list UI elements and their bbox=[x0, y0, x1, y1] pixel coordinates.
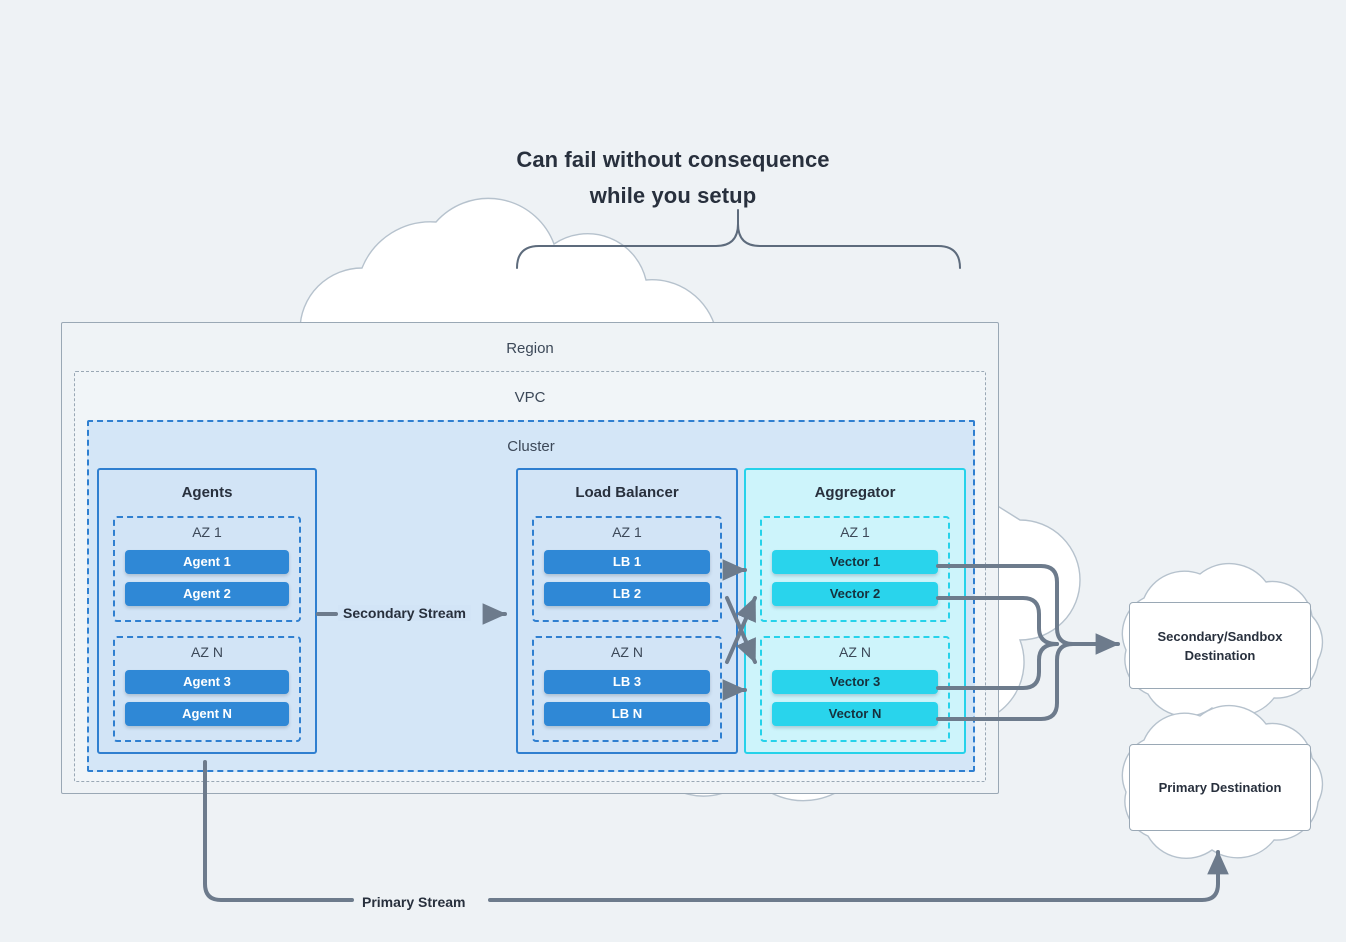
region-label: Region bbox=[506, 340, 554, 357]
node-vector-2[interactable]: Vector 2 bbox=[772, 582, 938, 606]
secondary-stream-label: Secondary Stream bbox=[338, 605, 471, 621]
lb-az-n: AZ N LB 3 LB N bbox=[532, 636, 722, 742]
group-agents: Agents AZ 1 Agent 1 Agent 2 AZ N Agent 3… bbox=[97, 468, 317, 754]
node-vector-3[interactable]: Vector 3 bbox=[772, 670, 938, 694]
node-lb-n[interactable]: LB N bbox=[544, 702, 710, 726]
node-lb-3[interactable]: LB 3 bbox=[544, 670, 710, 694]
primary-stream-label: Primary Stream bbox=[354, 894, 474, 910]
agents-az-1: AZ 1 Agent 1 Agent 2 bbox=[113, 516, 301, 622]
node-vector-n[interactable]: Vector N bbox=[772, 702, 938, 726]
group-aggregator: Aggregator AZ 1 Vector 1 Vector 2 AZ N V… bbox=[744, 468, 966, 754]
aggregator-az-1: AZ 1 Vector 1 Vector 2 bbox=[760, 516, 950, 622]
headline-line-1: Can fail without consequence bbox=[516, 147, 830, 172]
aggregator-az-n: AZ N Vector 3 Vector N bbox=[760, 636, 950, 742]
agents-az-n: AZ N Agent 3 Agent N bbox=[113, 636, 301, 742]
agents-az-1-label: AZ 1 bbox=[192, 524, 222, 540]
lb-az-1-label: AZ 1 bbox=[612, 524, 642, 540]
vpc-label: VPC bbox=[514, 389, 546, 406]
group-agents-title: Agents bbox=[181, 484, 233, 501]
node-agent-1[interactable]: Agent 1 bbox=[125, 550, 289, 574]
cluster-label: Cluster bbox=[507, 438, 555, 455]
group-aggregator-title: Aggregator bbox=[814, 484, 896, 501]
node-agent-2[interactable]: Agent 2 bbox=[125, 582, 289, 606]
destination-primary[interactable]: Primary Destination bbox=[1129, 744, 1311, 831]
aggregator-az-1-label: AZ 1 bbox=[840, 524, 870, 540]
lb-az-n-label: AZ N bbox=[611, 644, 643, 660]
lb-az-1: AZ 1 LB 1 LB 2 bbox=[532, 516, 722, 622]
group-load-balancer: Load Balancer AZ 1 LB 1 LB 2 AZ N LB 3 L… bbox=[516, 468, 738, 754]
node-agent-3[interactable]: Agent 3 bbox=[125, 670, 289, 694]
headline-line-2: while you setup bbox=[589, 183, 757, 208]
scope-brace bbox=[516, 209, 961, 269]
agents-az-n-label: AZ N bbox=[191, 644, 223, 660]
aggregator-az-n-label: AZ N bbox=[839, 644, 871, 660]
page-title: Can fail without consequence while you s… bbox=[0, 142, 1346, 214]
group-load-balancer-title: Load Balancer bbox=[575, 484, 679, 501]
node-lb-1[interactable]: LB 1 bbox=[544, 550, 710, 574]
destination-secondary[interactable]: Secondary/Sandbox Destination bbox=[1129, 602, 1311, 689]
node-lb-2[interactable]: LB 2 bbox=[544, 582, 710, 606]
node-agent-n[interactable]: Agent N bbox=[125, 702, 289, 726]
node-vector-1[interactable]: Vector 1 bbox=[772, 550, 938, 574]
